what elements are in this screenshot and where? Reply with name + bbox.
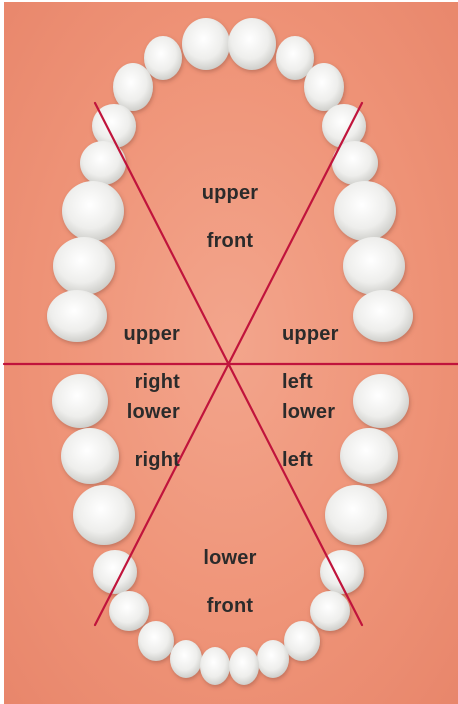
tooth-upper-molar1-left: [334, 181, 396, 241]
label-lower-front-line2: front: [184, 594, 276, 618]
tooth-upper-molar2-right: [53, 237, 115, 295]
tooth-upper-molar2-left: [343, 237, 405, 295]
tooth-upper-canine-right: [113, 63, 153, 111]
label-lower-front: lower front: [184, 522, 276, 642]
tooth-lower-canine-right: [138, 621, 174, 661]
tooth-upper-central-left: [228, 18, 276, 70]
tooth-lower-lateral-left: [257, 640, 289, 678]
label-lower-left-line1: lower: [282, 400, 382, 424]
tooth-upper-premolar1-left: [322, 104, 366, 148]
label-lower-left-line2: left: [282, 448, 382, 472]
label-upper-right-line1: upper: [80, 322, 180, 346]
tooth-upper-canine-left: [304, 63, 344, 111]
label-lower-right-line1: lower: [80, 400, 180, 424]
tooth-lower-premolar1-left: [310, 591, 350, 631]
label-upper-front-line2: front: [184, 229, 276, 253]
label-lower-front-line1: lower: [184, 546, 276, 570]
label-upper-front-line1: upper: [184, 181, 276, 205]
tooth-lower-canine-left: [284, 621, 320, 661]
label-lower-left: lower left: [282, 376, 382, 496]
tooth-upper-molar1-right: [62, 181, 124, 241]
label-lower-right: lower right: [80, 376, 180, 496]
tooth-lower-lateral-right: [170, 640, 202, 678]
tooth-lower-central-left: [229, 647, 259, 685]
tooth-upper-central-right: [182, 18, 230, 70]
tooth-upper-lateral-right: [144, 36, 182, 80]
label-upper-left-line1: upper: [282, 322, 382, 346]
label-upper-front: upper front: [184, 157, 276, 277]
label-lower-right-line2: right: [80, 448, 180, 472]
tooth-lower-central-right: [200, 647, 230, 685]
tooth-lower-premolar1-right: [109, 591, 149, 631]
tooth-upper-premolar2-right: [80, 141, 126, 185]
